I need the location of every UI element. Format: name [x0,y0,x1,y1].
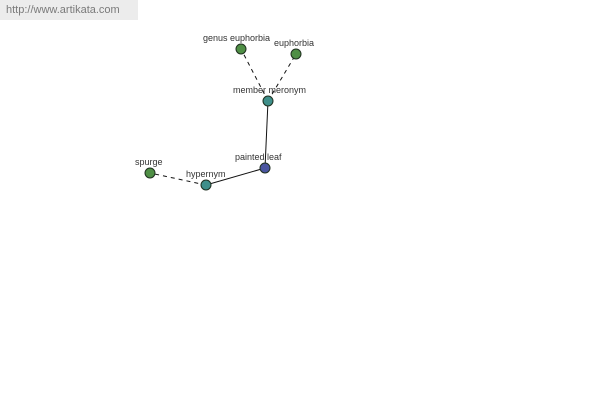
labels-layer: painted leaf member meronym hypernym genus … [135,33,314,179]
node-painted-leaf[interactable] [259,162,271,174]
node-label-genus-euphorbia: genus euphorbia [203,33,270,43]
nodes-layer [144,43,302,191]
node-member-meronym[interactable] [262,95,274,107]
site-url-link[interactable]: http://www.artikata.com [0,0,138,20]
node-genus-euphorbia[interactable] [235,43,247,55]
edge-member-meronym-to-genus-euphorbia [240,48,269,102]
edges-layer [149,48,297,186]
node-label-hypernym: hypernym [186,169,226,179]
node-euphorbia[interactable] [290,48,302,60]
node-label-member-meronym: member meronym [233,85,306,95]
node-spurge[interactable] [144,167,156,179]
edge-painted-leaf-to-member-meronym [264,100,269,169]
edge-member-meronym-to-euphorbia [267,53,297,102]
edge-hypernym-to-spurge [149,172,207,186]
node-label-euphorbia: euphorbia [274,38,314,48]
node-label-spurge: spurge [135,157,163,167]
edge-painted-leaf-to-hypernym [205,167,266,186]
node-hypernym[interactable] [200,179,212,191]
node-label-painted-leaf: painted leaf [235,152,282,162]
